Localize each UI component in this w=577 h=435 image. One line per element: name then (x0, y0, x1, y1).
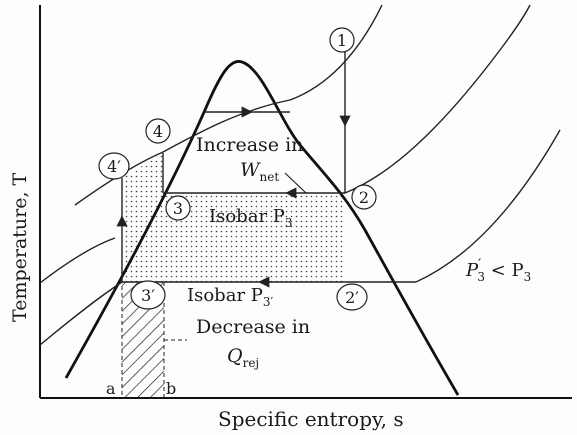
svg-text:4′: 4′ (107, 157, 121, 176)
point-a-label: a (106, 379, 116, 398)
y-axis-label: Temperature, T (9, 172, 31, 322)
svg-text:4: 4 (153, 122, 163, 141)
isobar-p3p-curve (415, 129, 561, 283)
isobar-p3-curve (344, 4, 531, 194)
isobar-p3p-label: Isobar P3′ (187, 285, 274, 309)
left-subcooled-curve-1 (39, 237, 116, 284)
x-axis-label: Specific entropy, s (218, 407, 404, 431)
increase-label: Increase in (196, 134, 303, 156)
dotted-area (122, 153, 345, 282)
wnet-leader (284, 172, 307, 194)
pressure-relation: P′3 < P3 (465, 257, 531, 284)
state-point-1: 1 (329, 27, 355, 53)
isobar-p3-label: Isobar P3 (209, 206, 293, 230)
state-point-3: 3 (165, 195, 191, 221)
state-point-4-prime: 4′ (98, 152, 130, 180)
state-point-2: 2 (351, 184, 377, 210)
svg-text:2: 2 (359, 188, 369, 207)
svg-text:3: 3 (173, 199, 183, 218)
saturation-dome (64, 60, 460, 396)
decrease-label: Decrease in (196, 316, 310, 338)
svg-text:1: 1 (337, 31, 347, 50)
qrej-label: Qrej (227, 345, 259, 370)
state-point-3-prime: 3′ (130, 280, 166, 310)
wnet-label: Wnet (240, 159, 279, 184)
svg-text:3′: 3′ (141, 286, 155, 305)
state-point-2-prime: 2′ (336, 283, 368, 311)
left-subcooled-curve-2 (39, 281, 123, 346)
state-point-4: 4 (145, 118, 171, 144)
svg-text:2′: 2′ (345, 288, 359, 307)
point-b-label: b (166, 379, 176, 398)
